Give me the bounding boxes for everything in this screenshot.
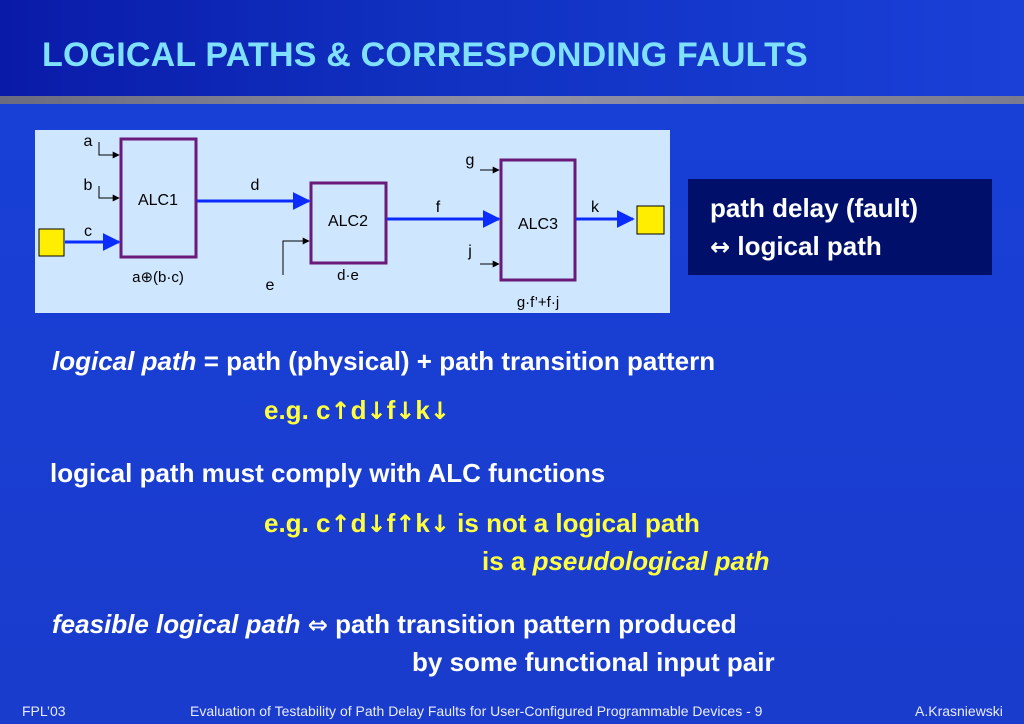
callout-line-2: ↔ logical path [710, 231, 882, 262]
alc3-function: g·f’+f·j [517, 294, 559, 311]
output-k-sink-box [636, 205, 665, 235]
input-e-label: e [266, 277, 275, 294]
input-j-label: j [467, 243, 472, 260]
term-pseudological-path: pseudological path [532, 546, 770, 576]
example-2-suffix: is not a logical path [449, 508, 700, 538]
feasible-line-2: by some functional input pair [412, 647, 775, 677]
signal-d-label: d [251, 177, 260, 194]
alc1-label: ALC1 [138, 192, 178, 209]
footer-paper-title: Evaluation of Testability of Path Delay … [190, 703, 763, 719]
input-a-wire [98, 142, 120, 159]
up-arrow-icon: ↑ [395, 510, 416, 538]
down-arrow-icon: ↓ [395, 397, 416, 425]
input-c-label: c [84, 223, 92, 240]
example-2: e.g. c↑d↓f↑k↓ is not a logical path [264, 508, 700, 539]
signal-k-label: k [591, 199, 600, 216]
example-1-prefix: e.g. c [264, 395, 331, 425]
alc1-block [119, 137, 198, 259]
term-logical-path: logical path [52, 346, 197, 376]
feasible-line: feasible logical path ⇔ path transition … [52, 609, 737, 640]
feasible-definition: path transition pattern produced [335, 609, 737, 639]
footer-conference: FPL’03 [22, 703, 66, 719]
alc2-block [309, 181, 388, 265]
up-arrow-icon: ↑ [330, 397, 351, 425]
input-e-wire [282, 237, 310, 275]
slide-title: LOGICAL PATHS & CORRESPONDING FAULTS [42, 36, 808, 74]
equivalence-arrow-icon: ⇔ [307, 611, 328, 639]
down-arrow-icon: ↓ [366, 397, 387, 425]
path-delay-callout: path delay (fault) ↔ logical path [688, 179, 992, 275]
alc3-block [499, 158, 577, 282]
alc2-function: d·e [337, 267, 359, 284]
down-arrow-icon: ↓ [429, 397, 450, 425]
input-a-label: a [84, 133, 93, 150]
example-1-f: f [386, 395, 396, 425]
input-c-source-box [38, 228, 65, 257]
definition-line: logical path = path (physical) + path tr… [52, 346, 715, 377]
pseudological-line: is a pseudological path [482, 546, 770, 577]
example-2-f: f [386, 508, 396, 538]
double-arrow-icon: ↔ [710, 233, 731, 261]
term-feasible-logical-path: feasible logical path [52, 609, 301, 639]
example-1-d: d [350, 395, 367, 425]
pseudological-prefix: is a [482, 546, 533, 576]
example-1-k: k [415, 395, 430, 425]
definition-text: = path (physical) + path transition patt… [203, 346, 716, 376]
signal-f-label: f [436, 199, 441, 216]
input-b-label: b [84, 177, 93, 194]
slide-header: LOGICAL PATHS & CORRESPONDING FAULTS [0, 0, 1024, 96]
example-2-k: k [415, 508, 430, 538]
constraint-line: logical path must comply with ALC functi… [50, 458, 606, 488]
callout-logical-path: logical path [737, 231, 882, 261]
example-1: e.g. c↑d↓f↓k↓ [264, 395, 450, 426]
example-2-prefix: e.g. c [264, 508, 331, 538]
footer-author: A.Krasniewski [915, 703, 1003, 719]
callout-line-1: path delay (fault) [710, 193, 919, 223]
example-2-d: d [350, 508, 367, 538]
alc1-function: a⊕(b·c) [132, 269, 184, 286]
alc3-label: ALC3 [518, 216, 558, 233]
input-b-wire [98, 186, 120, 202]
up-arrow-icon: ↑ [330, 510, 351, 538]
input-g-label: g [466, 152, 475, 169]
down-arrow-icon: ↓ [366, 510, 387, 538]
down-arrow-icon: ↓ [429, 510, 450, 538]
alc-circuit-diagram: ALC1 a⊕(b·c) ALC2 d·e ALC3 g·f’+f·j a b … [35, 130, 670, 313]
header-divider [0, 96, 1024, 104]
alc2-label: ALC2 [328, 213, 368, 230]
